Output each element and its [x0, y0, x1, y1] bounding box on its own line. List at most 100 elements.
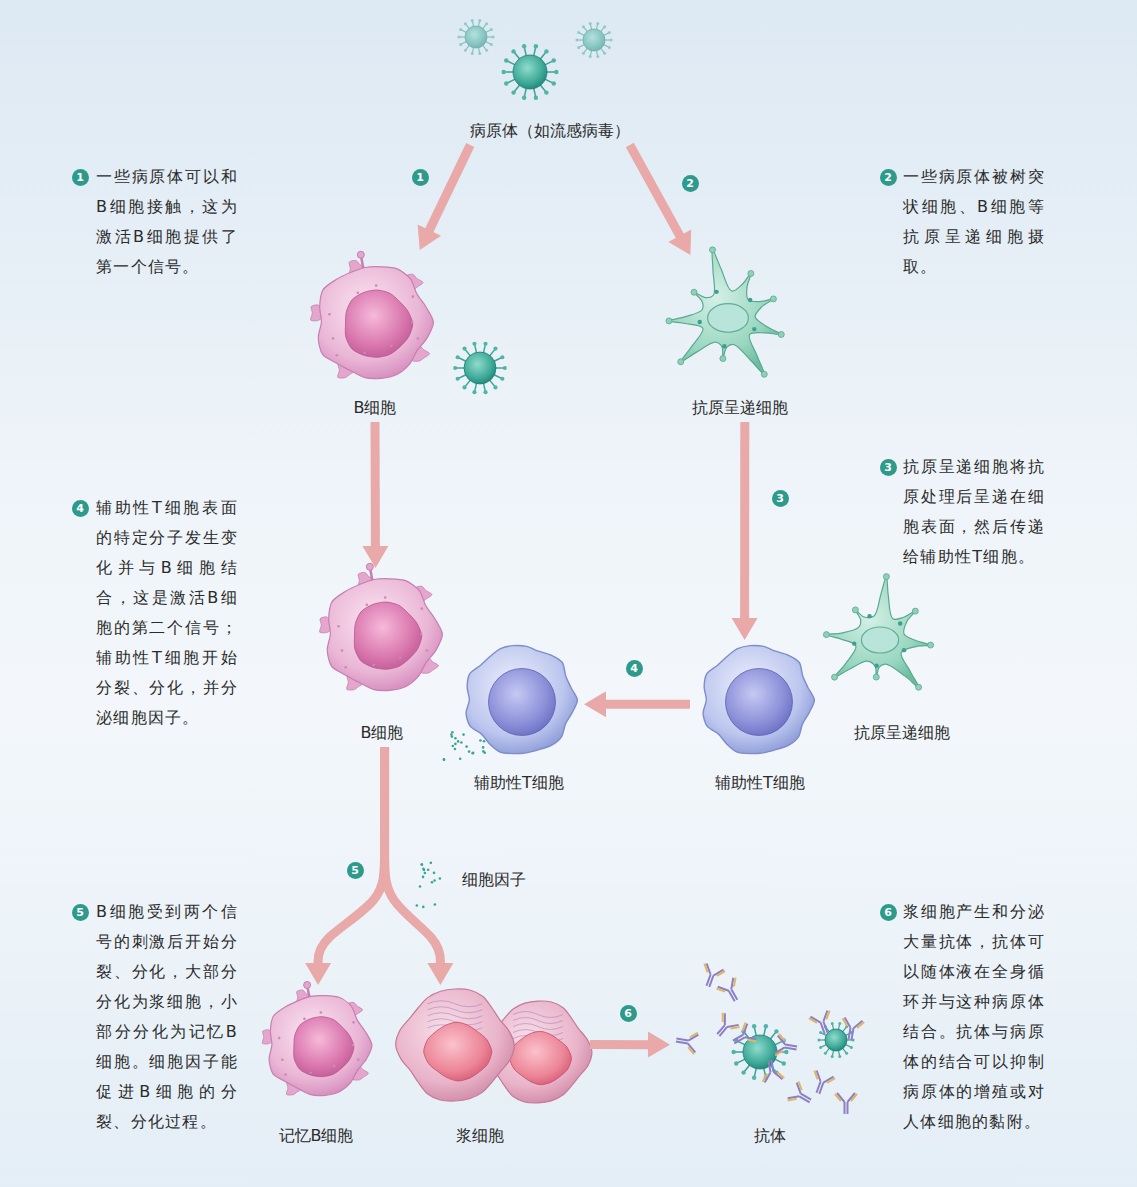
cell-granule	[411, 321, 414, 324]
virus-spike-knob	[493, 347, 497, 351]
arrow-shaft	[385, 747, 441, 965]
antigen-fragment	[748, 298, 752, 302]
light-chain	[841, 1018, 864, 1029]
arrow-head	[668, 229, 691, 255]
cell-node: 辅助性T细胞	[454, 640, 584, 797]
callout-number: 2	[880, 169, 897, 186]
virus-spike-knob	[485, 22, 488, 25]
cell-granule	[337, 625, 340, 628]
callout-number: 1	[72, 169, 89, 186]
virus-spike-knob	[845, 1052, 848, 1055]
annotation-label: 细胞因子	[462, 870, 526, 890]
callout-number: 5	[347, 862, 364, 879]
nucleus	[861, 627, 898, 653]
virus-spike-knob	[577, 46, 580, 49]
cell-label: 辅助性T细胞	[474, 773, 564, 793]
cytokine-dot	[468, 750, 471, 753]
cell-node: 抗原呈递细胞	[660, 255, 820, 422]
callout-number: 6	[880, 904, 897, 921]
virus-spike-knob	[456, 355, 460, 359]
virus-spike-knob	[838, 1055, 841, 1058]
cell-receptor-knob	[366, 563, 373, 570]
virus-spike-knob	[459, 28, 462, 31]
virus-spike-knob	[610, 39, 613, 42]
cytokine-dot	[451, 745, 454, 748]
arrow-shaft	[428, 145, 470, 232]
callout-text: 一些病原体被树突状细胞、B细胞等抗原呈递细胞摄取。	[903, 162, 1045, 282]
dendrite-tip	[761, 371, 767, 377]
cytokine-dot	[454, 737, 457, 740]
virus	[731, 1024, 788, 1080]
antigen-fragment	[698, 320, 702, 324]
arrow-head	[427, 963, 453, 985]
virus-spike-knob	[503, 366, 507, 370]
virus-spike-knob	[596, 22, 599, 25]
cytokine-dot	[424, 872, 427, 875]
virus-body	[513, 55, 547, 89]
endoplasmic-reticulum	[428, 1013, 483, 1019]
antibody	[835, 1093, 857, 1114]
dendrite-tip	[912, 608, 918, 614]
antigen-presenting-cell	[666, 247, 784, 377]
dendrite-tip	[873, 674, 879, 680]
callout-number: 5	[72, 904, 89, 921]
virus-spike-knob	[731, 1050, 735, 1054]
virus-spike-knob	[577, 31, 580, 34]
endoplasmic-reticulum	[513, 1018, 563, 1024]
cytokine-dot	[479, 739, 482, 742]
virus-spike-knob	[752, 1075, 756, 1079]
arrow-head	[418, 225, 441, 250]
virus-spike-knob	[589, 55, 592, 58]
pathway-arrow	[590, 1032, 670, 1058]
virus-body	[464, 352, 496, 384]
virus	[457, 19, 494, 55]
cell-granule	[357, 1058, 360, 1061]
antigen-fragment	[874, 664, 878, 668]
cell-granule	[412, 295, 415, 298]
cell-label: 抗体	[754, 1126, 786, 1146]
virus-spike-knob	[603, 52, 606, 55]
virus-spike-knob	[552, 81, 556, 85]
dendrite-tip	[916, 684, 922, 690]
cytokine-dot	[482, 750, 485, 753]
cell-label: B细胞	[361, 723, 404, 743]
b-cell	[311, 251, 434, 378]
callout-number: 4	[72, 500, 89, 517]
cell-granule	[320, 1011, 323, 1014]
cell-granule	[332, 337, 335, 340]
virus-spike-knob	[490, 43, 493, 46]
light-chain	[775, 1034, 786, 1057]
cytokine-dot	[422, 906, 425, 909]
virus-spike-knob	[453, 366, 457, 370]
virus-spike-knob	[511, 90, 515, 94]
endoplasmic-reticulum	[513, 1024, 563, 1030]
virus-spike-knob	[500, 355, 504, 359]
virus-spike-knob	[500, 377, 504, 381]
cytokine-dot	[433, 872, 436, 875]
cell-label: B细胞	[354, 398, 397, 418]
nucleus	[489, 669, 556, 736]
heavy-chain	[711, 1013, 738, 1041]
callout-number: 4	[626, 660, 643, 677]
virus-spike-knob	[471, 52, 474, 55]
antibody	[774, 1034, 799, 1059]
cell-membrane	[269, 996, 372, 1096]
virus-spike-knob	[544, 49, 548, 53]
cell-membrane	[318, 267, 433, 379]
dendrite-tip	[823, 632, 829, 638]
nucleus	[726, 669, 793, 736]
callout-text: 辅助性T细胞表面的特定分子发生变化并与B细胞结合，这是激活B细胞的第二个信号；辅…	[96, 493, 238, 733]
nucleus	[345, 290, 412, 357]
pathway-arrow	[362, 422, 388, 568]
cytokine-dot	[465, 745, 468, 748]
antibody	[759, 1058, 784, 1083]
virus-spike-knob	[734, 1061, 738, 1065]
t-cell	[703, 645, 814, 753]
antibody	[698, 963, 726, 990]
dendrite-tip	[832, 674, 838, 680]
cytokine-dot	[422, 867, 425, 870]
cell-granule	[426, 649, 429, 652]
antigen-fragment	[902, 648, 906, 652]
cytokine-dot	[420, 863, 423, 866]
arrow-shaft	[590, 1040, 650, 1049]
